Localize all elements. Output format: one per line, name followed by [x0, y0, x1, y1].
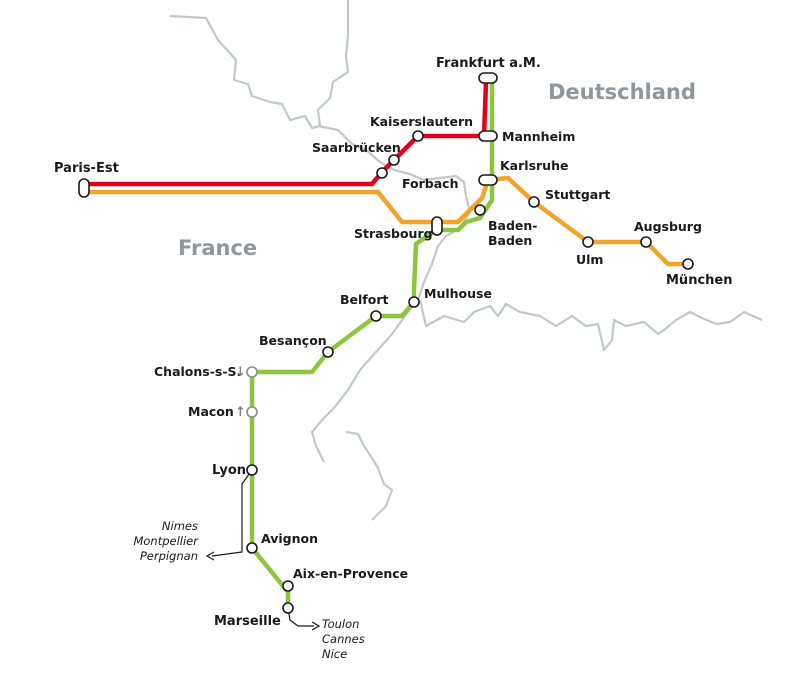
- connection-label: Cannes: [322, 632, 365, 646]
- station-label-besancon: Besançon: [259, 333, 327, 348]
- station-label-ulm: Ulm: [576, 252, 603, 267]
- station-marker-kaiserslautern[interactable]: [412, 130, 424, 142]
- station-label-stuttgart: Stuttgart: [545, 187, 610, 202]
- station-label-chalons: Chalons-s-S.: [154, 364, 241, 379]
- border-south: [345, 430, 394, 521]
- connection-labels-west: Nimes Montpellier Perpignan: [133, 519, 199, 563]
- country-label-france: France: [178, 236, 257, 260]
- station-marker-karlsruhe[interactable]: [478, 174, 498, 186]
- station-marker-augsburg[interactable]: [640, 236, 652, 248]
- station-markers: [78, 72, 694, 614]
- station-marker-lyon[interactable]: [246, 464, 258, 476]
- station-marker-mulhouse[interactable]: [408, 296, 420, 308]
- station-label-aix: Aix-en-Provence: [293, 566, 408, 581]
- station-label-muenchen: München: [666, 273, 732, 288]
- station-marker-avignon[interactable]: [246, 542, 258, 554]
- connection-label: Montpellier: [133, 534, 199, 548]
- border-switzerland: [418, 299, 763, 352]
- east-connection-arrowhead: [311, 621, 321, 631]
- red-line: [81, 79, 489, 187]
- station-label-belfort: Belfort: [340, 292, 388, 307]
- station-label-avignon: Avignon: [261, 531, 318, 546]
- station-marker-muenchen[interactable]: [682, 258, 694, 270]
- station-label-paris: Paris-Est: [54, 161, 119, 176]
- station-marker-forbach[interactable]: [376, 167, 388, 179]
- connection-labels-east: Toulon Cannes Nice: [322, 617, 365, 661]
- station-marker-saarbruecken[interactable]: [388, 154, 400, 166]
- station-marker-aix[interactable]: [282, 580, 294, 592]
- station-marker-strasbourg[interactable]: [431, 216, 443, 236]
- station-label-mulhouse: Mulhouse: [424, 286, 492, 301]
- station-label-baden-line1: Baden-: [488, 218, 537, 233]
- station-label-macon: Macon: [188, 404, 234, 419]
- station-label-frankfurt: Frankfurt a.M.: [436, 56, 541, 71]
- west-connection-line: [211, 469, 253, 557]
- station-marker-ulm[interactable]: [582, 236, 594, 248]
- station-marker-marseille[interactable]: [282, 602, 294, 614]
- station-label-strasbourg: Strasbourg: [354, 226, 433, 241]
- station-label-marseille: Marseille: [214, 614, 281, 629]
- station-marker-paris[interactable]: [78, 178, 90, 198]
- west-connection-arrowhead: [205, 551, 215, 561]
- station-label-mannheim: Mannheim: [502, 129, 575, 144]
- station-label-saarbruecken: Saarbrücken: [312, 140, 401, 155]
- direction-arrow-up-icon: ↑: [235, 405, 246, 420]
- connection-label: Nice: [322, 647, 347, 661]
- station-marker-besancon[interactable]: [322, 346, 334, 358]
- station-label-augsburg: Augsburg: [634, 219, 702, 234]
- station-marker-stuttgart[interactable]: [528, 196, 540, 208]
- border-north-branch: [169, 0, 350, 130]
- country-label-germany: Deutschland: [548, 80, 696, 104]
- east-connection-line: [287, 607, 314, 627]
- station-marker-belfort[interactable]: [370, 310, 382, 322]
- station-marker-baden-baden[interactable]: [474, 204, 486, 216]
- station-label-karlsruhe: Karlsruhe: [500, 158, 568, 173]
- connection-label: Nimes: [162, 519, 198, 533]
- connection-paths: [205, 469, 321, 631]
- station-marker-chalons[interactable]: [246, 366, 258, 378]
- station-marker-mannheim[interactable]: [478, 130, 498, 142]
- station-label-kaiserslautern: Kaiserslautern: [370, 114, 473, 129]
- station-label-lyon: Lyon: [212, 463, 246, 478]
- country-borders: [169, 0, 763, 521]
- connection-label: Toulon: [322, 617, 359, 631]
- station-label-baden-line2: Baden: [488, 233, 532, 248]
- direction-arrow-down-icon: ↓: [235, 365, 246, 380]
- station-labels: Frankfurt a.M. Mannheim Kaiserslautern S…: [54, 56, 732, 629]
- connection-label: Perpignan: [140, 549, 198, 563]
- station-label-forbach: Forbach: [402, 176, 458, 191]
- station-marker-frankfurt[interactable]: [478, 72, 498, 84]
- station-marker-macon[interactable]: [246, 406, 258, 418]
